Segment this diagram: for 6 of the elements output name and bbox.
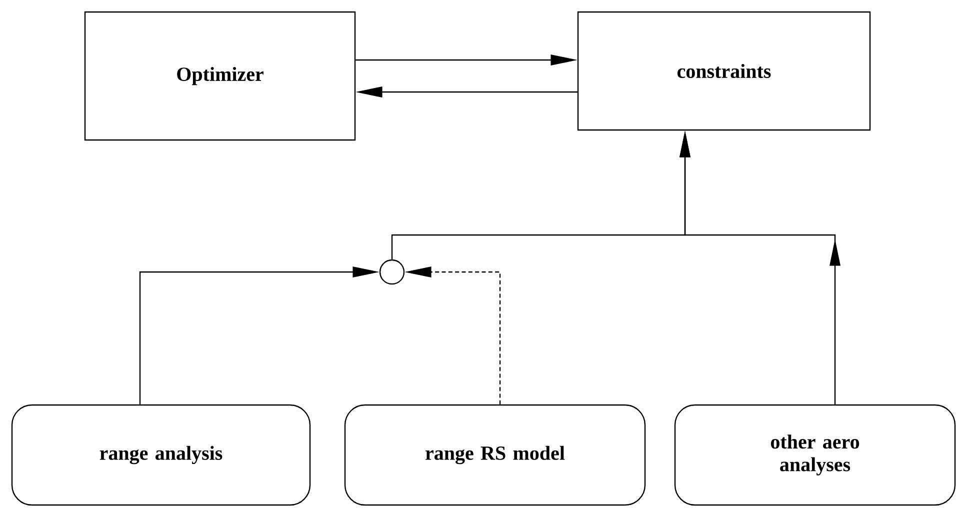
junction-circle	[379, 259, 405, 285]
analysis-box: other aero analyses	[674, 404, 956, 506]
analysis-box: range analysis	[11, 404, 311, 506]
analysis-box: range RS model	[344, 404, 646, 506]
process-box: constraints	[577, 11, 871, 131]
process-box: Optimizer	[84, 11, 356, 141]
